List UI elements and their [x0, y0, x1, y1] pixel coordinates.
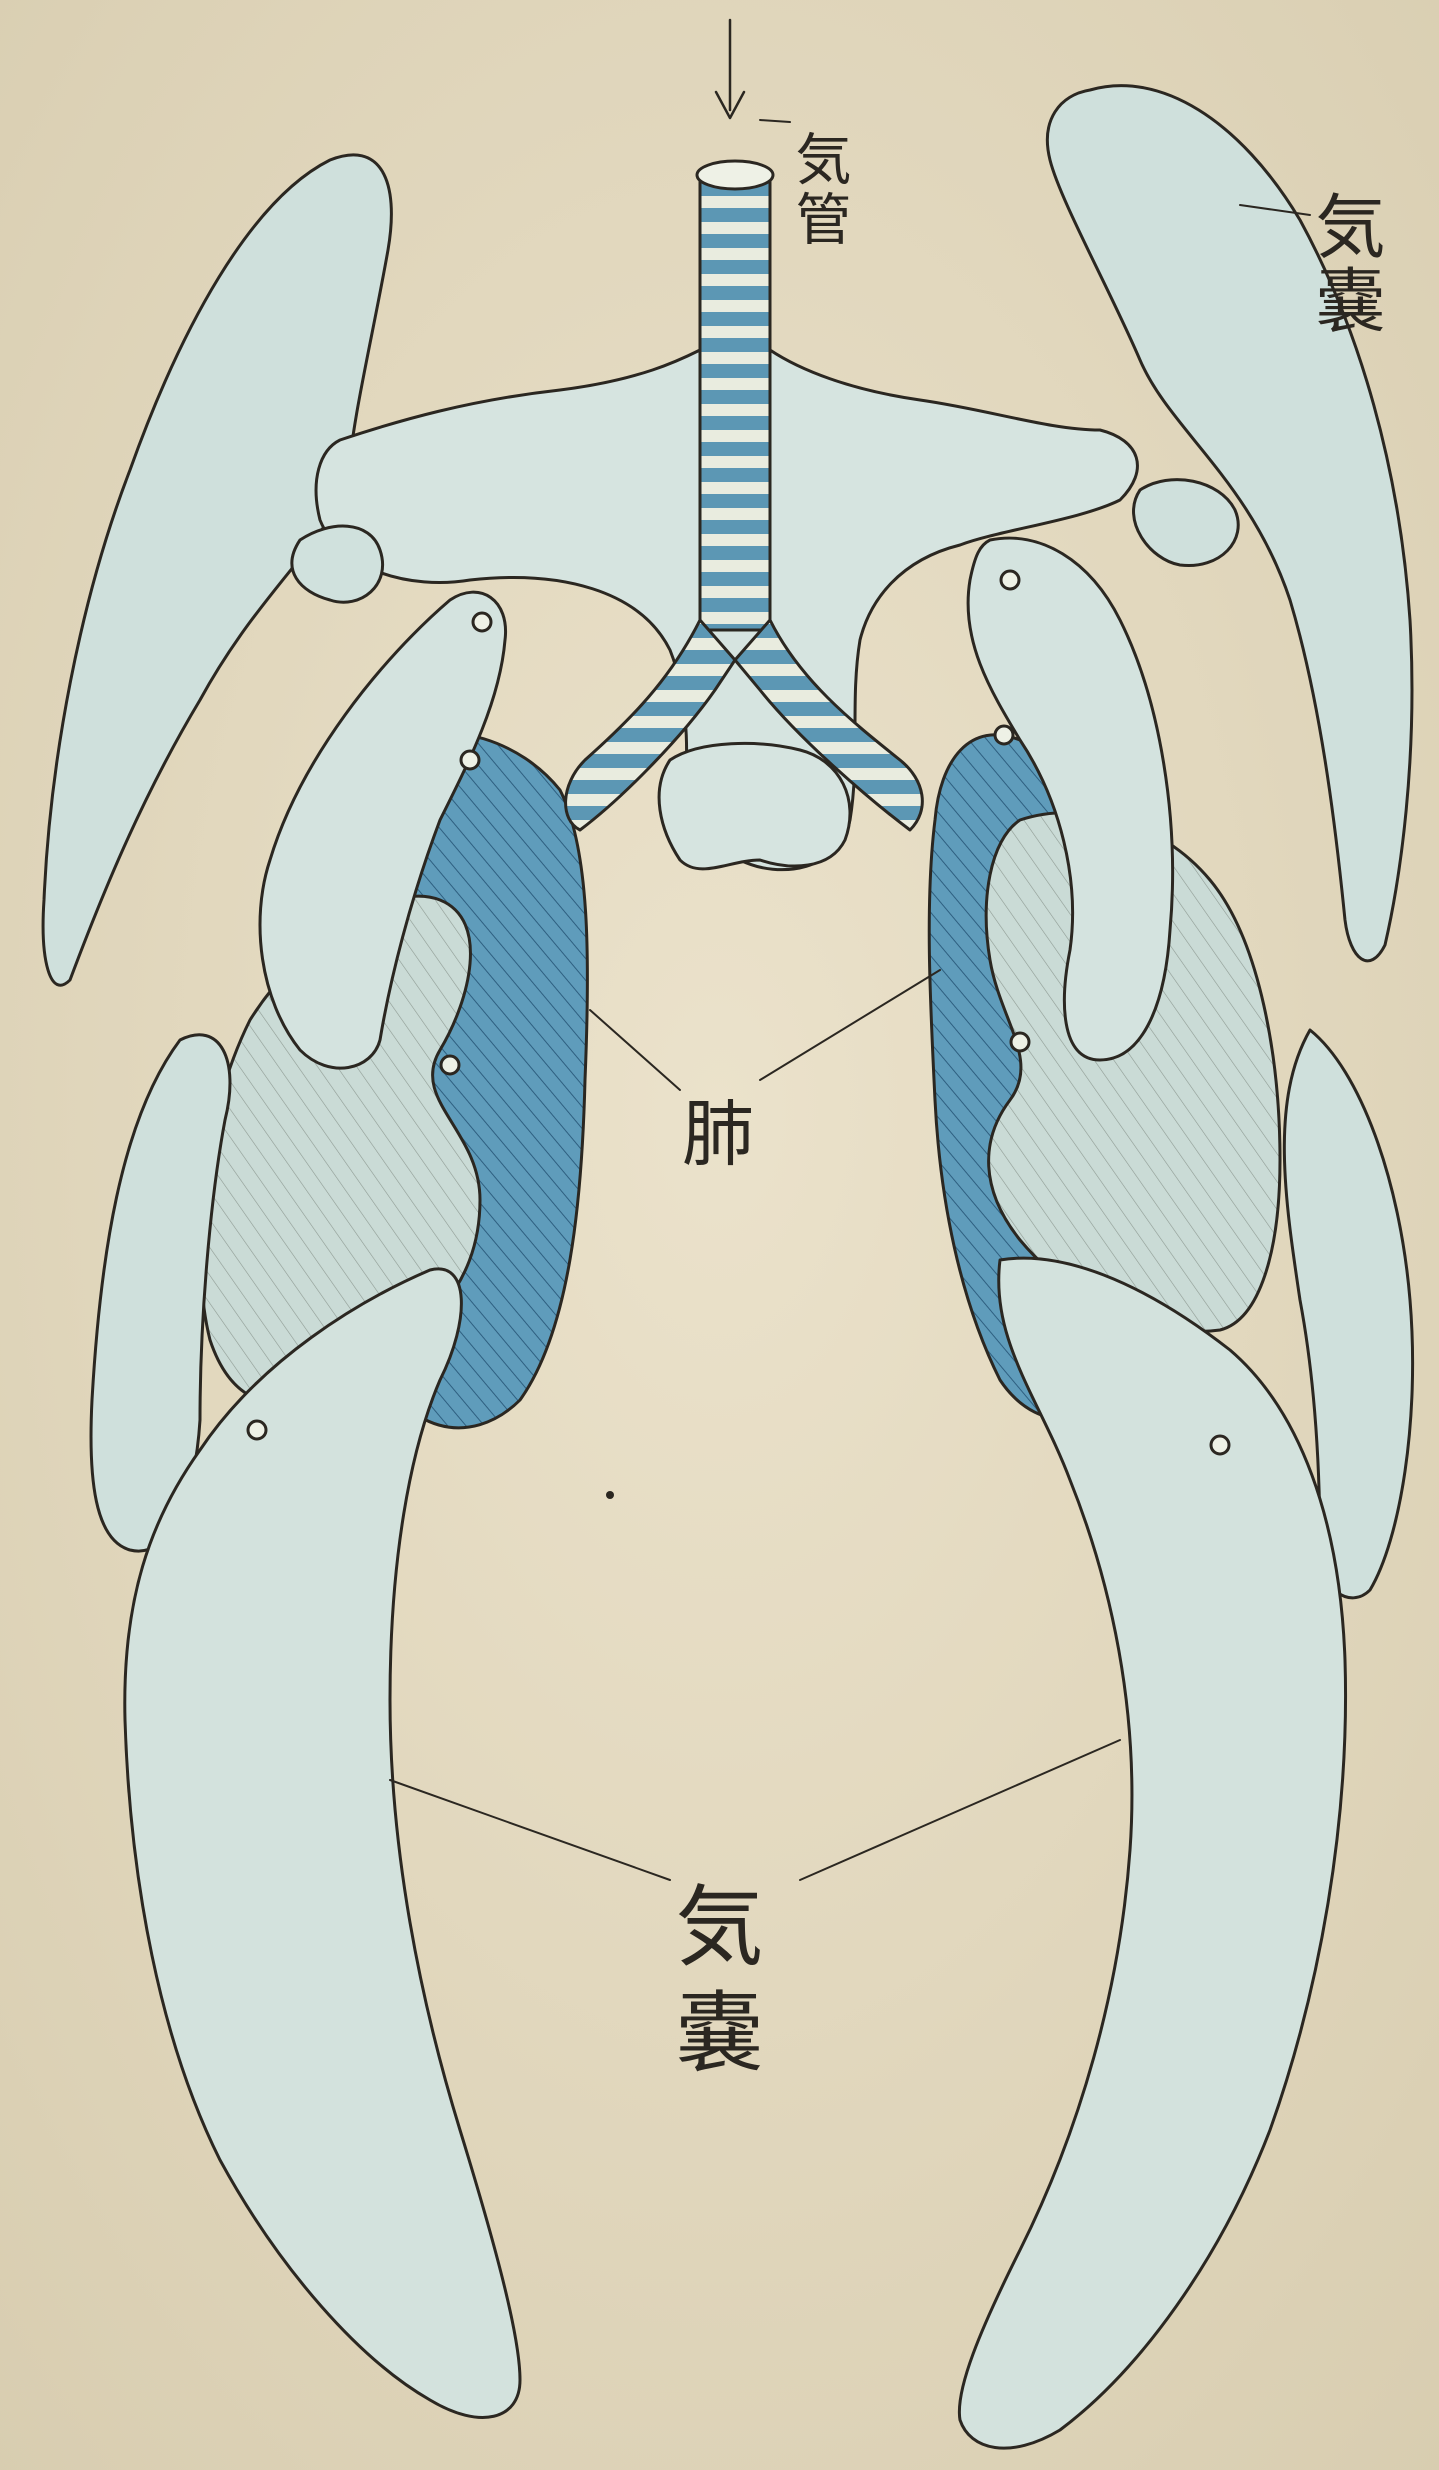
central-sac [659, 743, 850, 868]
ostium [473, 613, 491, 631]
ostium [1001, 571, 1019, 589]
label-trachea: 気管 [790, 130, 846, 250]
trachea [700, 175, 770, 630]
ink-dot [606, 1491, 614, 1499]
label-air-sac-bottom: 気嚢 [668, 1880, 756, 2092]
trachea-opening [697, 161, 773, 189]
ostium [1211, 1436, 1229, 1454]
ostium [1011, 1033, 1029, 1051]
label-air-sac-top: 気嚢 [1310, 190, 1380, 338]
label-lung: 肺 [682, 1098, 758, 1170]
ostium [461, 751, 479, 769]
ostium [441, 1056, 459, 1074]
ostium [248, 1421, 266, 1439]
ostium [995, 726, 1013, 744]
